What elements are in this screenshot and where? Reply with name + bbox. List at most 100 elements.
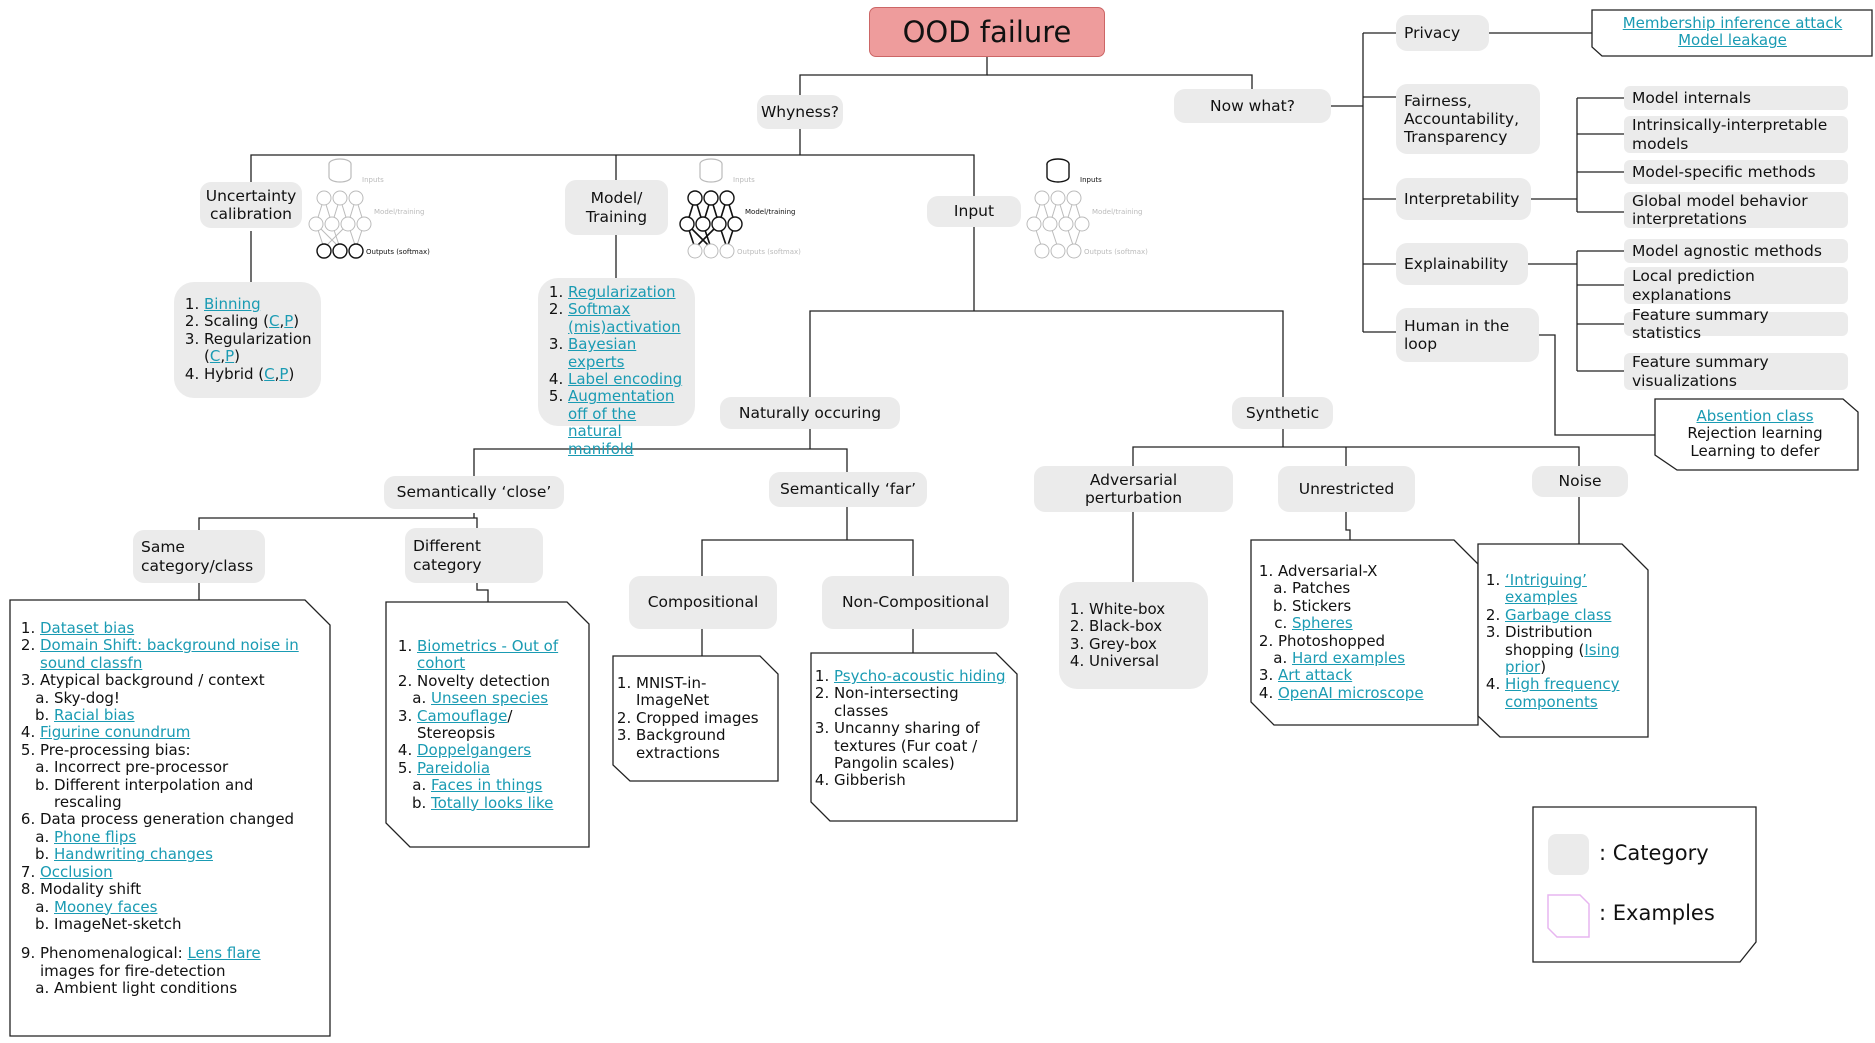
different-category-examples: Biometrics - Out of cohortNovelty detect…	[395, 637, 575, 812]
item-link[interactable]: Dataset bias	[40, 619, 135, 637]
sub-list: Phone flipsHandwriting changes	[40, 827, 300, 864]
sub-list: Faces in thingsTotally looks like	[417, 777, 575, 812]
human-in-loop-node: Human in the loop	[1396, 308, 1539, 362]
item-text: Background extractions	[636, 726, 726, 762]
item-text: White-box	[1089, 599, 1166, 618]
item-link[interactable]: Pareidolia	[417, 758, 491, 777]
item-link[interactable]: C	[268, 312, 280, 331]
feature-summary-visualizations-node: Feature summary visualizations	[1624, 353, 1848, 390]
item-link[interactable]: OpenAI microscope	[1278, 683, 1424, 702]
item-link[interactable]: Camouflage	[417, 706, 508, 725]
noise-node: Noise	[1532, 466, 1628, 497]
svg-text:Inputs: Inputs	[733, 176, 755, 184]
model-leakage-link[interactable]: Model leakage	[1678, 31, 1787, 50]
item-text: Distribution shopping (	[1505, 623, 1593, 659]
list-item: Binning	[204, 295, 313, 313]
item-link[interactable]: C	[209, 347, 221, 366]
list-item: Camouflage/ Stereopsis	[417, 706, 575, 743]
item-text: Modality shift	[40, 880, 142, 899]
model-agnostic-node: Model agnostic methods	[1624, 239, 1848, 263]
list-item: Scaling (C,P)	[204, 313, 313, 330]
list-item: Domain Shift: background noise in sound …	[40, 637, 300, 672]
sub-list: Unseen species	[417, 690, 575, 707]
item-link[interactable]: Doppelgangers	[417, 741, 532, 760]
list-item: Uncanny sharing of textures (Fur coat / …	[834, 720, 1012, 772]
item-link[interactable]: Binning	[204, 295, 261, 313]
item-link[interactable]: P	[284, 312, 294, 331]
list-item: Biometrics - Out of cohort	[417, 637, 575, 673]
sub-item-text: Incorrect pre-processor	[54, 758, 229, 777]
list-item: Patches	[1292, 580, 1471, 597]
noise-examples: ‘Intriguing’ examplesGarbage classDistri…	[1483, 571, 1648, 711]
list-item: Hybrid (C,P)	[204, 364, 313, 383]
list-item: PareidoliaFaces in thingsTotally looks l…	[417, 758, 575, 812]
item-link[interactable]: P	[225, 347, 235, 366]
sub-item-link[interactable]: Hard examples	[1292, 649, 1406, 668]
learning-to-defer-text: Learning to defer	[1690, 441, 1820, 460]
example-box-human-loop	[1654, 398, 1859, 471]
sub-item-link[interactable]: Spheres	[1292, 614, 1353, 633]
item-text: Data process generation changed	[40, 810, 295, 829]
list-item: Augmentation off of the natural manifold	[568, 388, 687, 458]
sub-list: Hard examples	[1278, 649, 1471, 668]
list-item: Handwriting changes	[54, 846, 300, 863]
item-text: MNIST-in-ImageNet	[636, 674, 710, 710]
item-link[interactable]: Art attack	[1278, 666, 1353, 685]
list-item: Art attack	[1278, 667, 1471, 684]
list-item: Sky-dog!	[54, 689, 300, 707]
example-list: RegularizationSoftmax (mis)activationBay…	[546, 283, 687, 458]
sub-item-link[interactable]: Faces in things	[431, 776, 543, 795]
model-training-examples: RegularizationSoftmax (mis)activationBay…	[538, 278, 695, 457]
item-link[interactable]: Lens flare	[187, 944, 261, 963]
svg-text:Outputs (softmax): Outputs (softmax)	[1084, 248, 1148, 256]
item-link[interactable]: Softmax (mis)activation	[568, 300, 681, 336]
item-link[interactable]: C	[264, 364, 275, 383]
item-link[interactable]: Garbage class	[1505, 605, 1612, 624]
sub-item-link[interactable]: Totally looks like	[431, 793, 554, 812]
svg-text:Model/training: Model/training	[745, 208, 796, 216]
item-link[interactable]: Augmentation off of the natural manifold	[568, 387, 675, 458]
item-text: Black-box	[1089, 617, 1163, 636]
sub-item-link[interactable]: Handwriting changes	[54, 845, 213, 864]
list-item: Doppelgangers	[417, 742, 575, 759]
interpretability-node: Interpretability	[1396, 178, 1531, 220]
compositional-node: Compositional	[629, 576, 777, 629]
sub-item-link[interactable]: Racial bias	[54, 706, 135, 725]
list-item: ImageNet-sketch	[54, 915, 300, 933]
sub-item-text: Patches	[1292, 579, 1351, 598]
item-link[interactable]: ‘Intriguing’ examples	[1505, 571, 1587, 607]
sub-item-link[interactable]: Unseen species	[431, 689, 549, 708]
item-text: Gibberish	[834, 771, 906, 790]
item-link[interactable]: Biometrics - Out of cohort	[417, 637, 559, 673]
sub-item-link[interactable]: Phone flips	[54, 827, 137, 846]
item-link[interactable]: P	[279, 364, 289, 383]
example-box-different-category	[385, 601, 590, 848]
list-item: Figurine conundrum	[40, 724, 300, 741]
list-item: ‘Intriguing’ examples	[1505, 571, 1648, 607]
same-category-examples: Dataset biasDomain Shift: background noi…	[18, 619, 300, 998]
item-link[interactable]: Bayesian experts	[568, 335, 637, 371]
sub-list: PatchesStickersSpheres	[1278, 580, 1471, 632]
membership-inference-link[interactable]: Membership inference attack	[1622, 14, 1843, 32]
svg-text:Inputs: Inputs	[362, 176, 384, 184]
item-link[interactable]: Figurine conundrum	[40, 723, 191, 742]
item-link[interactable]: Psycho-acoustic hiding	[834, 667, 1006, 685]
item-text: )	[234, 347, 241, 366]
item-link[interactable]: Ising prior	[1505, 640, 1620, 677]
list-item: Grey-box	[1089, 635, 1165, 653]
list-item: Label encoding	[568, 370, 687, 389]
item-link[interactable]: Regularization	[568, 283, 676, 301]
item-link[interactable]: Occlusion	[40, 862, 113, 881]
item-text: Cropped images	[636, 708, 759, 727]
item-link[interactable]: High frequency components	[1505, 675, 1620, 711]
absention-class-link[interactable]: Absention class	[1696, 407, 1814, 425]
list-item: Bayesian experts	[568, 335, 687, 371]
sub-item-link[interactable]: Mooney faces	[54, 897, 158, 916]
item-link[interactable]: Label encoding	[568, 370, 683, 389]
list-item: Phenomenalogical: Lens flare images for …	[40, 945, 300, 997]
item-link[interactable]: Domain Shift: background noise in sound …	[40, 636, 299, 672]
local-prediction-node: Local prediction explanations	[1624, 267, 1848, 304]
item-text: )	[293, 312, 300, 331]
list-item: Background extractions	[636, 726, 774, 762]
model-specific-node: Model-specific methods	[1624, 160, 1848, 184]
